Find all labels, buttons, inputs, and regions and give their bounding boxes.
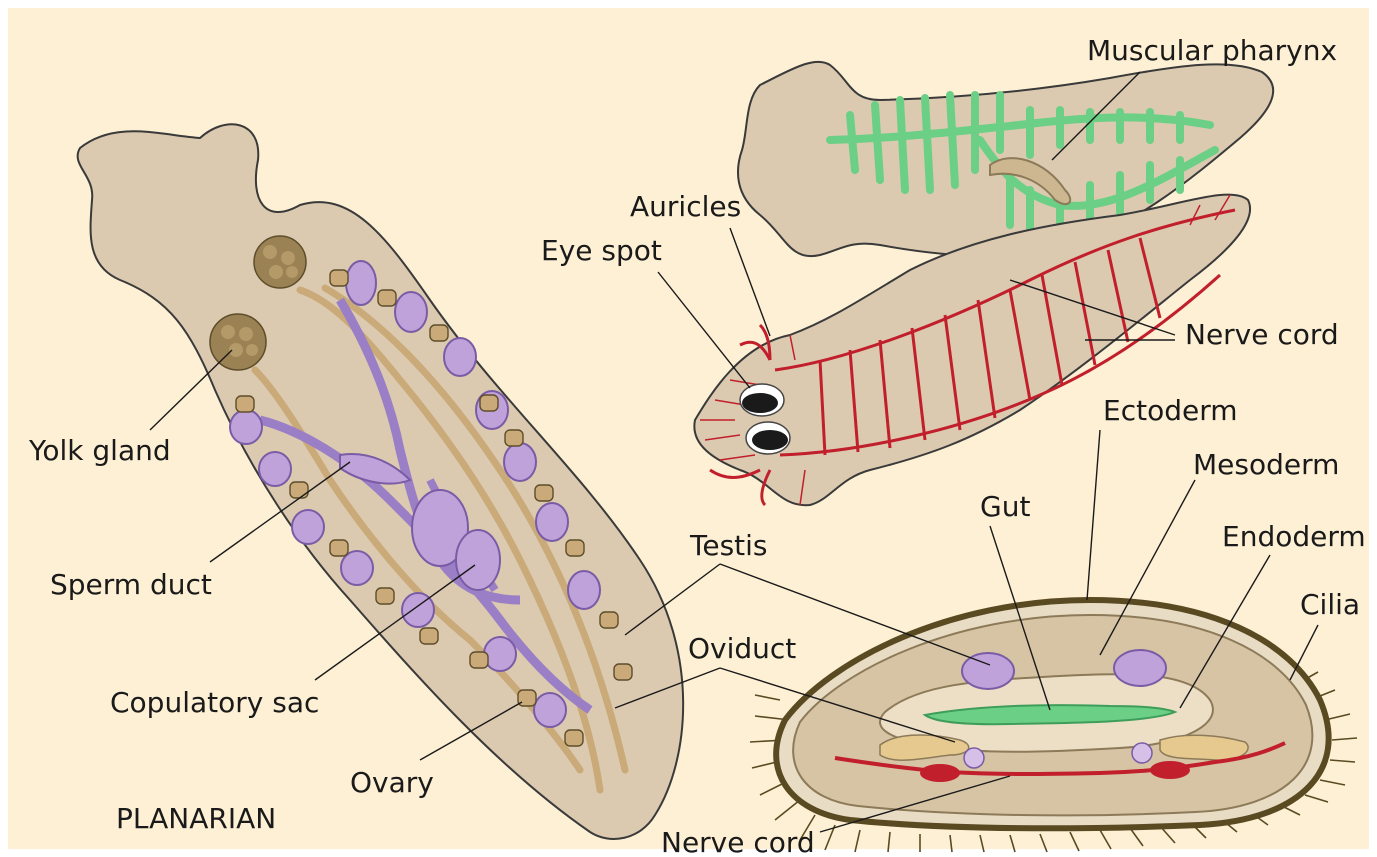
label-ectoderm: Ectoderm xyxy=(1103,394,1238,427)
label-gut: Gut xyxy=(980,490,1030,523)
oviduct-right xyxy=(1160,735,1248,760)
label-cilia: Cilia xyxy=(1300,588,1360,621)
label-ovary: Ovary xyxy=(350,766,434,799)
label-auricles: Auricles xyxy=(630,190,741,223)
label-sperm-duct: Sperm duct xyxy=(50,568,212,601)
testis-right xyxy=(1114,650,1166,686)
label-yolk-gland: Yolk gland xyxy=(28,434,171,467)
label-nerve-cord-bottom: Nerve cord xyxy=(661,826,815,857)
eye-spot-lower xyxy=(752,430,788,450)
label-mesoderm: Mesoderm xyxy=(1193,448,1339,481)
label-endoderm: Endoderm xyxy=(1222,520,1366,553)
eye-spot-upper xyxy=(742,393,778,413)
label-eye-spot: Eye spot xyxy=(541,234,662,267)
testis-left xyxy=(962,653,1014,689)
label-oviduct: Oviduct xyxy=(688,632,796,665)
label-testis: Testis xyxy=(689,529,768,562)
label-planarian: PLANARIAN xyxy=(116,802,276,835)
label-nerve-cord-top: Nerve cord xyxy=(1185,318,1339,351)
label-muscular-pharynx: Muscular pharynx xyxy=(1087,34,1337,67)
label-copulatory-sac: Copulatory sac xyxy=(110,686,319,719)
